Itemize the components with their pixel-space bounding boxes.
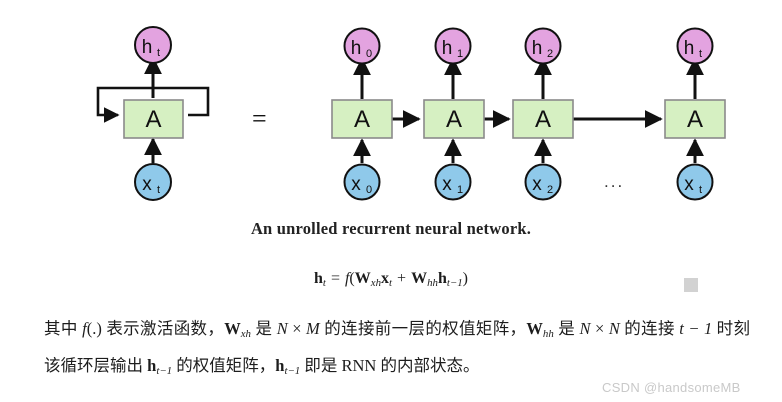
step1-cell-box <box>423 99 485 139</box>
step2-input-label: x <box>532 174 542 195</box>
equation-close-paren: ) <box>462 270 468 287</box>
stept-output-label: h <box>684 38 695 59</box>
step0-output-sub: 0 <box>366 48 372 60</box>
equation-x-sub: t <box>389 277 393 290</box>
folded-output-sub: t <box>157 47 160 59</box>
paragraph-h-tm1-b: h <box>275 355 285 375</box>
equation-equals: = <box>330 270 340 287</box>
step1-output-sub: 1 <box>457 48 463 60</box>
equation-lhs-sub: t <box>322 277 326 290</box>
equation-line: ht=f(Wxhxt+Whhht−1) <box>0 270 782 289</box>
paragraph-n3: N <box>608 319 620 338</box>
step1-output-label: h <box>442 38 453 59</box>
step0-cell-label: A <box>354 106 370 133</box>
stept-input-circle <box>676 163 714 201</box>
step1-output-circle <box>434 27 472 65</box>
equation-h-sub: t−1 <box>446 277 463 290</box>
equation-x: x <box>381 270 390 287</box>
unrolled-step-2: A h 2 x 2 <box>512 27 574 201</box>
unrolled-step-t: A h t x t <box>664 27 726 201</box>
paragraph-seg1: 其中 <box>44 319 83 338</box>
paragraph-seg7: 时刻该循环层输出 <box>44 319 751 375</box>
unrolled-step-0: A h 0 x 0 <box>331 27 393 201</box>
folded-cell-label: A <box>145 106 161 133</box>
paragraph-w-xh: W <box>224 319 241 338</box>
paragraph-w-xh-sub: xh <box>240 327 251 340</box>
step0-cell-box <box>331 99 393 139</box>
csdn-watermark: CSDN @handsomeMB <box>602 380 741 395</box>
folded-input-label: x <box>142 174 152 195</box>
gray-placeholder-square <box>684 278 698 292</box>
step2-input-sub: 2 <box>547 184 553 196</box>
equation-w1: W <box>354 270 371 287</box>
step0-output-circle <box>343 27 381 65</box>
folded-output-circle <box>134 26 172 64</box>
step2-output-sub: 2 <box>547 48 553 60</box>
paragraph-w-hh: W <box>526 319 543 338</box>
step2-output-circle <box>524 27 562 65</box>
paragraph-seg6: 的连接 <box>619 319 680 338</box>
folded-rnn-group: A h t x t <box>96 26 210 201</box>
paragraph-times1: × <box>287 319 307 338</box>
step0-input-label: x <box>351 174 361 195</box>
paragraph-seg9: 即是 RNN 的内部状态。 <box>300 355 480 375</box>
rnn-diagram: A h t x t A h 0 <box>96 26 726 201</box>
step1-input-circle <box>434 163 472 201</box>
equation-plus: + <box>397 270 407 287</box>
equation-w2: W <box>411 270 428 287</box>
stept-output-circle <box>676 27 714 65</box>
paragraph-n1: N <box>276 319 288 338</box>
step0-input-sub: 0 <box>366 184 372 196</box>
stept-cell-label: A <box>687 106 703 133</box>
equation-w2-sub: hh <box>427 277 438 290</box>
equation-function: f <box>344 270 350 287</box>
paragraph-seg4: 的连接前一层的权值矩阵， <box>319 319 527 338</box>
description-paragraph: 其中 f(.) 表示激活函数，Wxh 是 N × M 的连接前一层的权值矩阵，W… <box>44 313 750 387</box>
step1-input-label: x <box>442 174 452 195</box>
equation-lhs-var: h <box>314 270 323 287</box>
paragraph-f: f <box>82 319 87 338</box>
paragraph-seg3: 是 <box>251 319 277 338</box>
step2-input-circle <box>524 163 562 201</box>
paragraph-n2: N <box>579 319 591 338</box>
folded-cell-box <box>123 99 184 139</box>
equation-w1-sub: xh <box>370 277 382 290</box>
unrolled-step-1: A h 1 x 1 <box>423 27 485 201</box>
paragraph-seg5: 是 <box>553 319 580 338</box>
step2-cell-label: A <box>535 106 551 133</box>
paragraph-seg2: (.) 表示激活函数， <box>86 319 225 338</box>
figure-caption: An unrolled recurrent neural network. <box>250 219 532 238</box>
paragraph-h-tm1-a: h <box>147 355 157 375</box>
step1-input-sub: 1 <box>457 184 463 196</box>
stept-output-sub: t <box>699 48 702 60</box>
stept-input-label: x <box>684 174 694 195</box>
folded-output-label: h <box>142 37 153 58</box>
paragraph-times2: × <box>590 319 609 338</box>
paragraph-h-tm1-b-sub: t−1 <box>284 364 301 377</box>
stept-input-sub: t <box>699 184 702 196</box>
equals-sign: = <box>252 104 267 133</box>
paragraph-m1: M <box>306 319 320 338</box>
equation-h: h <box>437 270 447 287</box>
equation-open-paren: ( <box>349 270 355 287</box>
paragraph-h-tm1-a-sub: t−1 <box>156 364 173 377</box>
step2-output-label: h <box>532 38 543 59</box>
paragraph-w-hh-sub: hh <box>542 327 554 340</box>
step2-cell-box <box>512 99 574 139</box>
unrolled-rnn-group: A h 0 x 0 A h 1 x 1 <box>331 27 726 201</box>
stept-cell-box <box>664 99 726 139</box>
step0-output-label: h <box>351 38 362 59</box>
step1-cell-label: A <box>446 106 462 133</box>
folded-input-circle <box>134 163 172 201</box>
paragraph-t-minus-1: t − 1 <box>679 319 713 338</box>
step0-input-circle <box>343 163 381 201</box>
ellipsis-marker: ... <box>604 172 625 191</box>
folded-input-sub: t <box>157 184 160 196</box>
paragraph-seg8: 的权值矩阵， <box>172 355 276 375</box>
